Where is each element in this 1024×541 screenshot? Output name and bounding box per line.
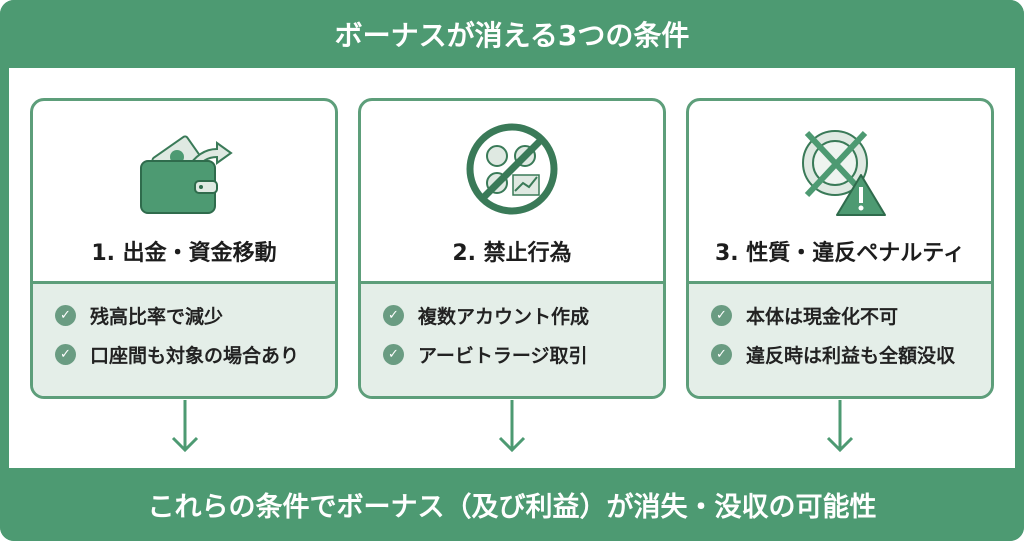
list-item: ✓本体は現金化不可 [711, 302, 991, 329]
check-icon: ✓ [383, 305, 404, 326]
list-item: ✓残高比率で減少 [55, 302, 335, 329]
list-item: ✓口座間も対象の場合あり [55, 341, 335, 368]
wallet-money-out-icon [140, 135, 233, 214]
arrow-down-icon [826, 400, 854, 453]
crossed-coin-warning-icon [802, 130, 886, 216]
condition-card-withdrawal: 1. 出金・資金移動 ✓残高比率で減少 ✓口座間も対象の場合あり [30, 98, 338, 399]
check-icon: ✓ [55, 305, 76, 326]
page-title: ボーナスが消える3つの条件 [0, 0, 1024, 68]
condition-card-penalty: 3. 性質・違反ペナルティ ✓本体は現金化不可 ✓違反時は利益も全額没収 [686, 98, 994, 399]
card-title: 2. 禁止行為 [452, 241, 572, 266]
check-icon: ✓ [383, 344, 404, 365]
card-title: 3. 性質・違反ペナルティ [714, 241, 965, 266]
prohibited-accounts-icon [466, 123, 558, 215]
check-icon: ✓ [711, 305, 732, 326]
list-item: ✓複数アカウント作成 [383, 302, 663, 329]
card-title: 1. 出金・資金移動 [91, 241, 277, 266]
list-item: ✓アービトラージ取引 [383, 341, 663, 368]
check-icon: ✓ [711, 344, 732, 365]
list-item: ✓違反時は利益も全額没収 [711, 341, 991, 368]
check-icon: ✓ [55, 344, 76, 365]
arrow-down-icon [171, 400, 199, 453]
conclusion-banner: これらの条件でボーナス（及び利益）が消失・没収の可能性 [0, 468, 1024, 541]
arrow-down-icon [498, 400, 526, 453]
condition-card-prohibited: 2. 禁止行為 ✓複数アカウント作成 ✓アービトラージ取引 [358, 98, 666, 399]
